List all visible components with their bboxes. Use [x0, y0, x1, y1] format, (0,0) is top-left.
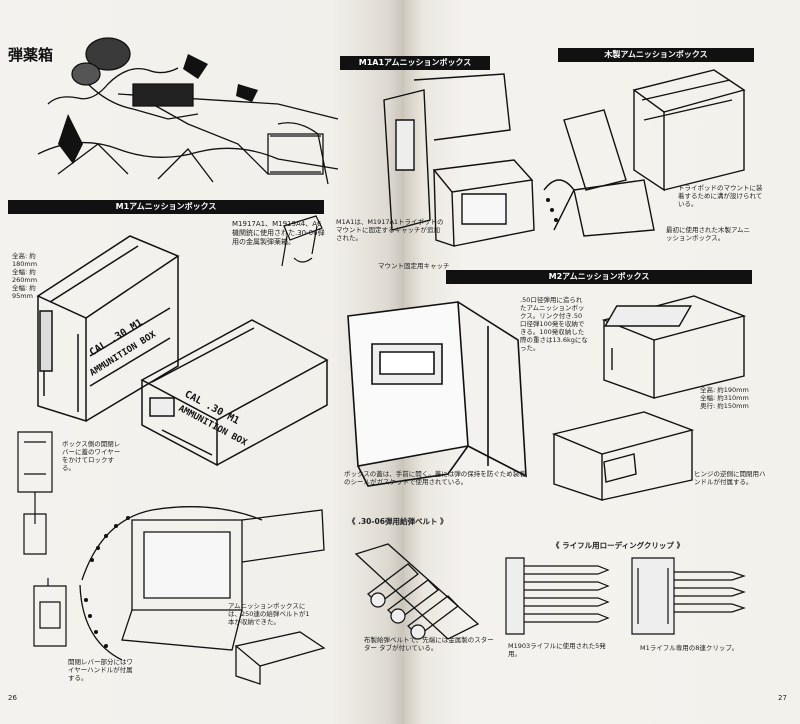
clip-header: 《 ライフル用ローディングクリップ 》 — [552, 541, 685, 550]
m1-box-with-belt-illustration — [62, 490, 332, 690]
m1903-clip-caption: M1903ライフルに使用された5発用。 — [508, 642, 606, 658]
m2-dim-depth: 奥行: 約150mm — [700, 402, 749, 410]
m2-box-hinge-side-illustration — [544, 404, 704, 504]
m1-en-bloc-clip-illustration — [628, 554, 748, 638]
wire-handle-illustration — [272, 206, 332, 276]
m2-box-header: M2アムニッションボックス — [446, 270, 752, 284]
opener-caption: 開閉レバー部分にはワイヤーハンドルが付属する。 — [68, 658, 133, 682]
belt-caption-right: 布製給弾ベルトで、先端には金属製のスターター タブが付いている。 — [364, 636, 494, 652]
section-title: 弾薬箱 — [8, 46, 54, 64]
wooden-caption-1: トライポッドのマウントに装着するために溝が設けられている。 — [678, 184, 763, 208]
ammo-belt-illustration — [348, 534, 498, 654]
wooden-caption-2: 最初に使用された木製アムニッションボックス。 — [666, 226, 751, 242]
m1a1-ammo-box-illustration — [374, 70, 544, 260]
mount-catch-label: マウント固定用キャッチ — [378, 262, 450, 270]
m1-ammo-box-illustration-1: CAL .30 M1 AMMUNITION BOX — [30, 216, 180, 426]
wooden-box-header: 木製アムニッションボックス — [558, 48, 754, 62]
opening-lever-illustration — [10, 424, 70, 564]
m2-hinge-caption: ヒンジの逆側に開閉用ハンドルが付属する。 — [694, 470, 766, 486]
m2-description: .50口径弾用に造られたアムニッションボックス。リンク付き.50口径弾100発を… — [520, 296, 588, 352]
open-lid-illustration — [230, 626, 330, 686]
belt-header: 《 .30-06弾用給弾ベルト 》 — [348, 517, 448, 526]
m1-dim-height: 全高: 約180mm — [12, 252, 38, 268]
m2-open-box-illustration — [318, 296, 538, 506]
belt-caption: アムニッションボックスには、250連の給弾ベルトが1本が収納できた。 — [228, 602, 310, 626]
m1-clip-caption: M1ライフル専用の8連クリップ。 — [640, 644, 739, 652]
m1-box-header: M1アムニッションボックス — [8, 200, 324, 214]
m1903-clip-illustration — [502, 554, 612, 638]
m1-ammo-box-illustration-2: CAL .30 M1 AMMUNITION BOX — [132, 300, 332, 470]
m2-closed-box-illustration — [594, 290, 754, 400]
m1-dim-width: 全幅: 約260mm — [12, 268, 38, 284]
m1-dims: 全高: 約180mm 全幅: 約260mm 全幅: 約95mm — [12, 252, 52, 300]
right-page-number: 27 — [778, 694, 787, 702]
m2-dim-width: 全幅: 約310mm — [700, 394, 749, 402]
m1-description: M1917A1、M1919A4、A6機関銃に使用された.30-06弾用の金属製弾… — [232, 220, 325, 246]
soldier-machine-gun-illustration — [38, 24, 338, 184]
m2-lid-caption: ボックスの蓋は、手前に開く。蓋には弾の保持を防ぐため装着のシールがガスケットで使… — [344, 470, 526, 486]
m1-dim-depth: 全幅: 約95mm — [12, 284, 36, 300]
m2-dim-height: 全高: 約190mm — [700, 386, 749, 394]
m2-dims: 全高: 約190mm 全幅: 約310mm 奥行: 約150mm — [700, 386, 770, 410]
m1a1-caption: M1A1は、M1917A1トライポッドのマウントに固定するキャッチが追加された。 — [336, 218, 444, 242]
left-page: 弾薬箱 M1アムニッションボックス M1917A1、M1919A4、A6機関銃に… — [0, 0, 404, 724]
wire-latch-illustration — [26, 578, 86, 658]
left-page-number: 26 — [8, 694, 17, 702]
m1a1-header: M1A1アムニッションボックス — [340, 56, 490, 70]
wooden-ammo-box-illustration — [534, 60, 774, 240]
right-page: M1A1アムニッションボックス 木製アムニッションボックス M1A1は、M191… — [336, 0, 800, 724]
lever-caption: ボックス側の開閉レバーに蓋のワイヤーをかけてロックする。 — [62, 440, 121, 472]
